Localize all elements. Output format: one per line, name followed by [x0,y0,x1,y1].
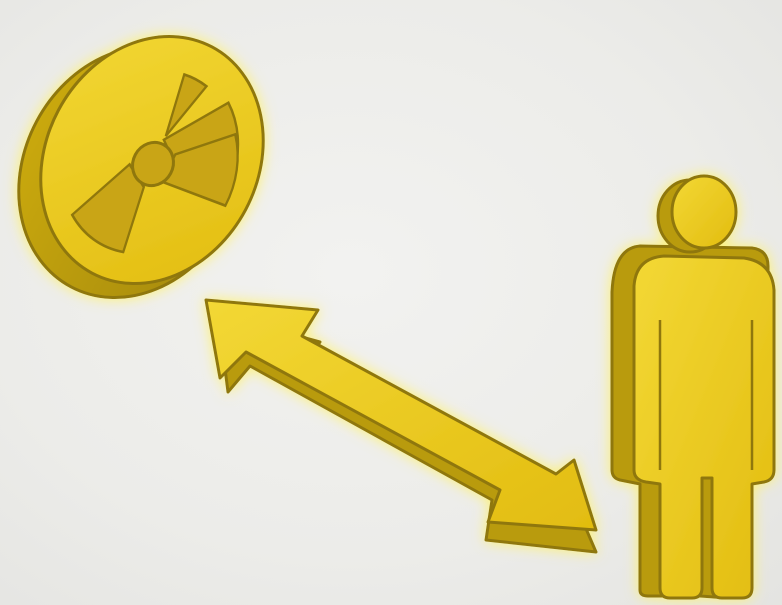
person-icon [612,176,774,598]
radiation-symbol-icon [0,0,306,337]
double-arrow-icon [206,300,596,552]
